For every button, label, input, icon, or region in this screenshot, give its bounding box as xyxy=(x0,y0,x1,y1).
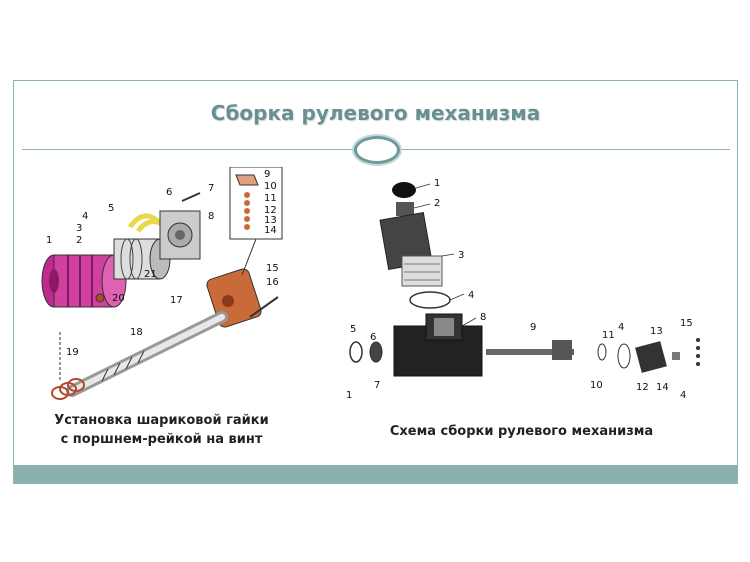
ornament-oval-icon xyxy=(354,136,400,164)
right-label-4: 4 xyxy=(468,290,474,301)
caption-left-line2: с поршнем-рейкой на винт xyxy=(60,432,263,447)
right-label-4b: 4 xyxy=(618,322,624,333)
right-label-12: 12 xyxy=(636,382,649,393)
label-13: 13 xyxy=(264,215,277,226)
ring-4b-part xyxy=(617,343,631,369)
label-21: 21 xyxy=(144,269,157,280)
label-19: 19 xyxy=(66,347,79,358)
right-label-1b: 1 xyxy=(346,390,352,401)
ball-rings-part xyxy=(51,378,85,400)
right-label-6: 6 xyxy=(370,332,376,343)
label-17: 17 xyxy=(170,295,183,306)
right-label-3: 3 xyxy=(458,250,464,261)
washer-part xyxy=(597,343,607,361)
cap-part xyxy=(392,182,416,198)
ball-set-part xyxy=(235,174,259,230)
right-label-2: 2 xyxy=(434,198,440,209)
label-18: 18 xyxy=(130,327,143,338)
valve-part xyxy=(396,202,414,216)
slide-title: Сборка рулевого механизма xyxy=(210,101,541,125)
seal-5-part xyxy=(349,341,363,363)
label-4: 4 xyxy=(82,211,88,222)
nut-20-part xyxy=(95,293,105,303)
label-1: 1 xyxy=(46,235,52,246)
label-11: 11 xyxy=(264,193,277,204)
right-label-9: 9 xyxy=(530,322,536,333)
right-label-15: 15 xyxy=(680,318,693,329)
label-2: 2 xyxy=(76,235,82,246)
caption-steering-gear: Схема сборки рулевого механизма xyxy=(389,424,654,439)
cover-part xyxy=(635,341,667,373)
label-9: 9 xyxy=(264,169,270,180)
right-label-13: 13 xyxy=(650,326,663,337)
label-8: 8 xyxy=(208,211,214,222)
label-20: 20 xyxy=(112,293,125,304)
ball-nut-assembly-drawing: 1 2 3 4 5 6 7 8 9 10 11 12 13 14 15 16 1… xyxy=(41,166,283,400)
right-label-8: 8 xyxy=(480,312,486,323)
right-label-10: 10 xyxy=(590,380,603,391)
footer-bar xyxy=(14,465,737,483)
ball-nut-assembly-figure: 1 2 3 4 5 6 7 8 9 10 11 12 13 14 15 16 1… xyxy=(32,166,288,407)
label-6: 6 xyxy=(166,187,172,198)
slide: Сборка рулевого механизма xyxy=(13,80,738,484)
label-5: 5 xyxy=(108,203,114,214)
valve-housing-part xyxy=(379,211,443,287)
o-ring-part xyxy=(409,291,451,309)
label-7: 7 xyxy=(208,183,214,194)
right-label-5: 5 xyxy=(350,324,356,335)
label-15: 15 xyxy=(266,263,279,274)
right-label-1: 1 xyxy=(434,178,440,189)
screw-7-part xyxy=(181,192,201,202)
steering-gear-assembly-figure: 1 2 3 4 8 5 6 1 7 9 11 4 13 15 10 12 14 … xyxy=(334,176,706,406)
label-16: 16 xyxy=(266,277,279,288)
right-label-4c: 4 xyxy=(680,390,686,401)
label-10: 10 xyxy=(264,181,277,192)
nut-14-part xyxy=(672,352,680,360)
label-14: 14 xyxy=(264,225,277,236)
label-12: 12 xyxy=(264,205,277,216)
label-3: 3 xyxy=(76,223,82,234)
gear-housing-part xyxy=(393,313,483,377)
seal-6-part xyxy=(369,341,383,363)
title-divider-left xyxy=(22,149,352,150)
caption-left-line1: Установка шариковой гайки xyxy=(54,413,269,428)
clamp-part xyxy=(159,210,201,260)
right-label-7: 7 xyxy=(374,380,380,391)
steering-gear-drawing: 1 2 3 4 8 5 6 1 7 9 11 4 13 15 10 12 14 … xyxy=(346,178,700,401)
caption-ball-nut: Установка шариковой гайки с поршнем-рейк… xyxy=(34,411,289,449)
title-divider-right xyxy=(402,149,730,150)
worm-screw-part xyxy=(486,340,574,360)
bolt-16-part xyxy=(249,296,279,318)
right-label-14: 14 xyxy=(656,382,669,393)
ball-nut-body-part xyxy=(41,254,127,308)
worm-shaft-part xyxy=(66,311,228,397)
right-label-11: 11 xyxy=(602,330,615,341)
